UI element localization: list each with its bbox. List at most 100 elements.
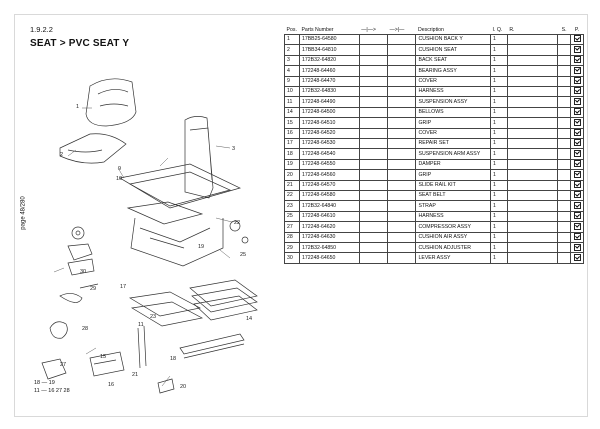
checkbox-icon[interactable] [573, 243, 581, 251]
cell-description: COVER [415, 75, 491, 87]
cell-part-number: 172248-64560 [298, 169, 360, 181]
checkbox-icon[interactable] [573, 87, 581, 95]
cell-p [570, 44, 584, 56]
cell-p [570, 231, 584, 244]
section-number: 1.9.2.2 [30, 25, 53, 34]
cell-r [506, 169, 559, 181]
checkbox-icon[interactable] [573, 35, 581, 43]
cell-from [358, 231, 389, 244]
cell-iq: 1 [490, 221, 508, 233]
checkbox-icon[interactable] [573, 201, 581, 209]
checkbox-icon[interactable] [573, 160, 581, 168]
svg-text:2: 2 [60, 152, 63, 158]
cell-from [358, 106, 389, 119]
checkbox-icon[interactable] [573, 170, 581, 178]
cell-pos: 19 [284, 158, 300, 171]
cell-to [387, 231, 417, 244]
cushion-back-part [85, 78, 137, 127]
cell-to [387, 117, 417, 129]
page-title: SEAT > PVC SEAT Y [30, 38, 130, 49]
cell-pos: 25 [284, 210, 300, 223]
cell-r [506, 44, 559, 56]
cell-to [387, 241, 417, 254]
cell-description: CUSHION ADJUSTER [415, 241, 491, 254]
checkbox-icon[interactable] [573, 181, 581, 189]
cell-description: STRAP [415, 200, 491, 212]
cell-iq: 1 [490, 85, 508, 98]
cell-from [358, 158, 389, 171]
cell-description: COMPRESSOR ASSY [415, 221, 491, 233]
checkbox-icon[interactable] [573, 56, 581, 64]
cell-description: BEARING ASSY [415, 65, 491, 77]
checkbox-icon[interactable] [573, 97, 581, 105]
cell-p [570, 65, 584, 77]
cell-iq: 1 [490, 189, 508, 202]
checkbox-icon[interactable] [573, 212, 581, 220]
cell-pos: 21 [284, 179, 300, 192]
cell-r [506, 106, 559, 119]
checkbox-icon[interactable] [573, 45, 581, 53]
cell-s [557, 106, 571, 119]
cell-description: HARNESS [415, 210, 491, 223]
checkbox-icon[interactable] [573, 118, 581, 126]
checkbox-icon[interactable] [573, 253, 581, 261]
cell-iq: 1 [490, 33, 508, 46]
checkbox-icon[interactable] [573, 139, 581, 147]
cell-s [557, 65, 571, 77]
svg-text:22: 22 [234, 220, 240, 226]
cell-p [570, 148, 584, 160]
cell-pos: 20 [284, 169, 300, 181]
cell-description: GRIP [415, 169, 491, 181]
cell-part-number: 172B32-64830 [298, 85, 360, 98]
svg-text:14: 14 [246, 316, 252, 322]
cell-p [570, 54, 584, 67]
checkbox-icon[interactable] [573, 77, 581, 85]
checkbox-icon[interactable] [573, 233, 581, 241]
svg-text:16: 16 [108, 382, 114, 388]
checkbox-icon[interactable] [573, 66, 581, 74]
svg-text:18: 18 [170, 356, 176, 362]
cell-from [358, 137, 389, 150]
checkbox-icon[interactable] [573, 149, 581, 157]
cell-description: DAMPER [415, 158, 491, 171]
checkbox-icon[interactable] [573, 129, 581, 137]
cell-description: SUSPENSION ASSY [415, 96, 491, 108]
cell-from [358, 85, 389, 98]
cell-p [570, 85, 584, 98]
checkbox-icon[interactable] [573, 108, 581, 116]
cell-part-number: 172248-64620 [298, 221, 360, 233]
cell-s [557, 189, 571, 202]
cell-s [557, 33, 571, 46]
cell-s [557, 210, 571, 223]
cell-from [358, 169, 389, 181]
cell-r [506, 54, 559, 67]
checkbox-icon[interactable] [573, 222, 581, 230]
cell-from [358, 241, 389, 254]
checkbox-icon[interactable] [573, 191, 581, 199]
cell-to [387, 200, 417, 212]
cell-to [387, 169, 417, 181]
cell-r [506, 179, 559, 192]
